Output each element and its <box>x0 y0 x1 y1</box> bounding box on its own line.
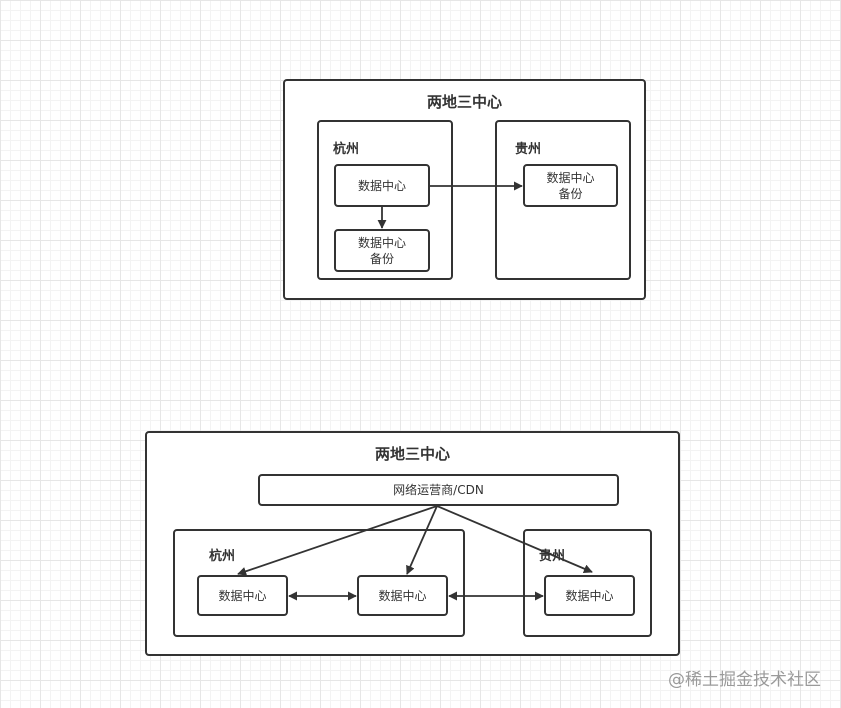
carrier-cdn-box[interactable]: 网络运营商/CDN <box>258 474 619 506</box>
top-guizhou-backup-line2: 备份 <box>558 186 583 201</box>
bottom-hangzhou-datacenter-1[interactable]: 数据中心 <box>197 575 288 616</box>
bottom-guizhou-label: 贵州 <box>539 549 566 564</box>
top-hangzhou-backup-line2: 备份 <box>369 251 394 266</box>
bottom-hangzhou-label: 杭州 <box>209 549 236 564</box>
top-diagram-title: 两地三中心 <box>426 93 502 111</box>
bottom-hangzhou-datacenter-2-label: 数据中心 <box>378 588 427 603</box>
watermark: @稀土掘金技术社区 <box>668 670 821 690</box>
top-hangzhou-label: 杭州 <box>333 142 360 157</box>
bottom-hangzhou-datacenter-1-label: 数据中心 <box>218 588 267 603</box>
top-hangzhou-primary-datacenter-label: 数据中心 <box>357 178 406 193</box>
top-guizhou-label: 贵州 <box>515 142 542 157</box>
top-guizhou-backup-line1: 数据中心 <box>546 170 595 185</box>
top-hangzhou-primary-datacenter[interactable]: 数据中心 <box>334 164 430 207</box>
bottom-guizhou-datacenter[interactable]: 数据中心 <box>544 575 635 616</box>
bottom-hangzhou-datacenter-2[interactable]: 数据中心 <box>357 575 448 616</box>
bottom-diagram-title: 两地三中心 <box>374 445 450 463</box>
top-hangzhou-backup-datacenter[interactable]: 数据中心 备份 <box>334 229 430 272</box>
top-guizhou-backup-datacenter[interactable]: 数据中心 备份 <box>523 164 618 207</box>
carrier-cdn-label: 网络运营商/CDN <box>393 483 484 497</box>
bottom-guizhou-datacenter-label: 数据中心 <box>565 588 614 603</box>
top-hangzhou-backup-line1: 数据中心 <box>357 235 406 250</box>
